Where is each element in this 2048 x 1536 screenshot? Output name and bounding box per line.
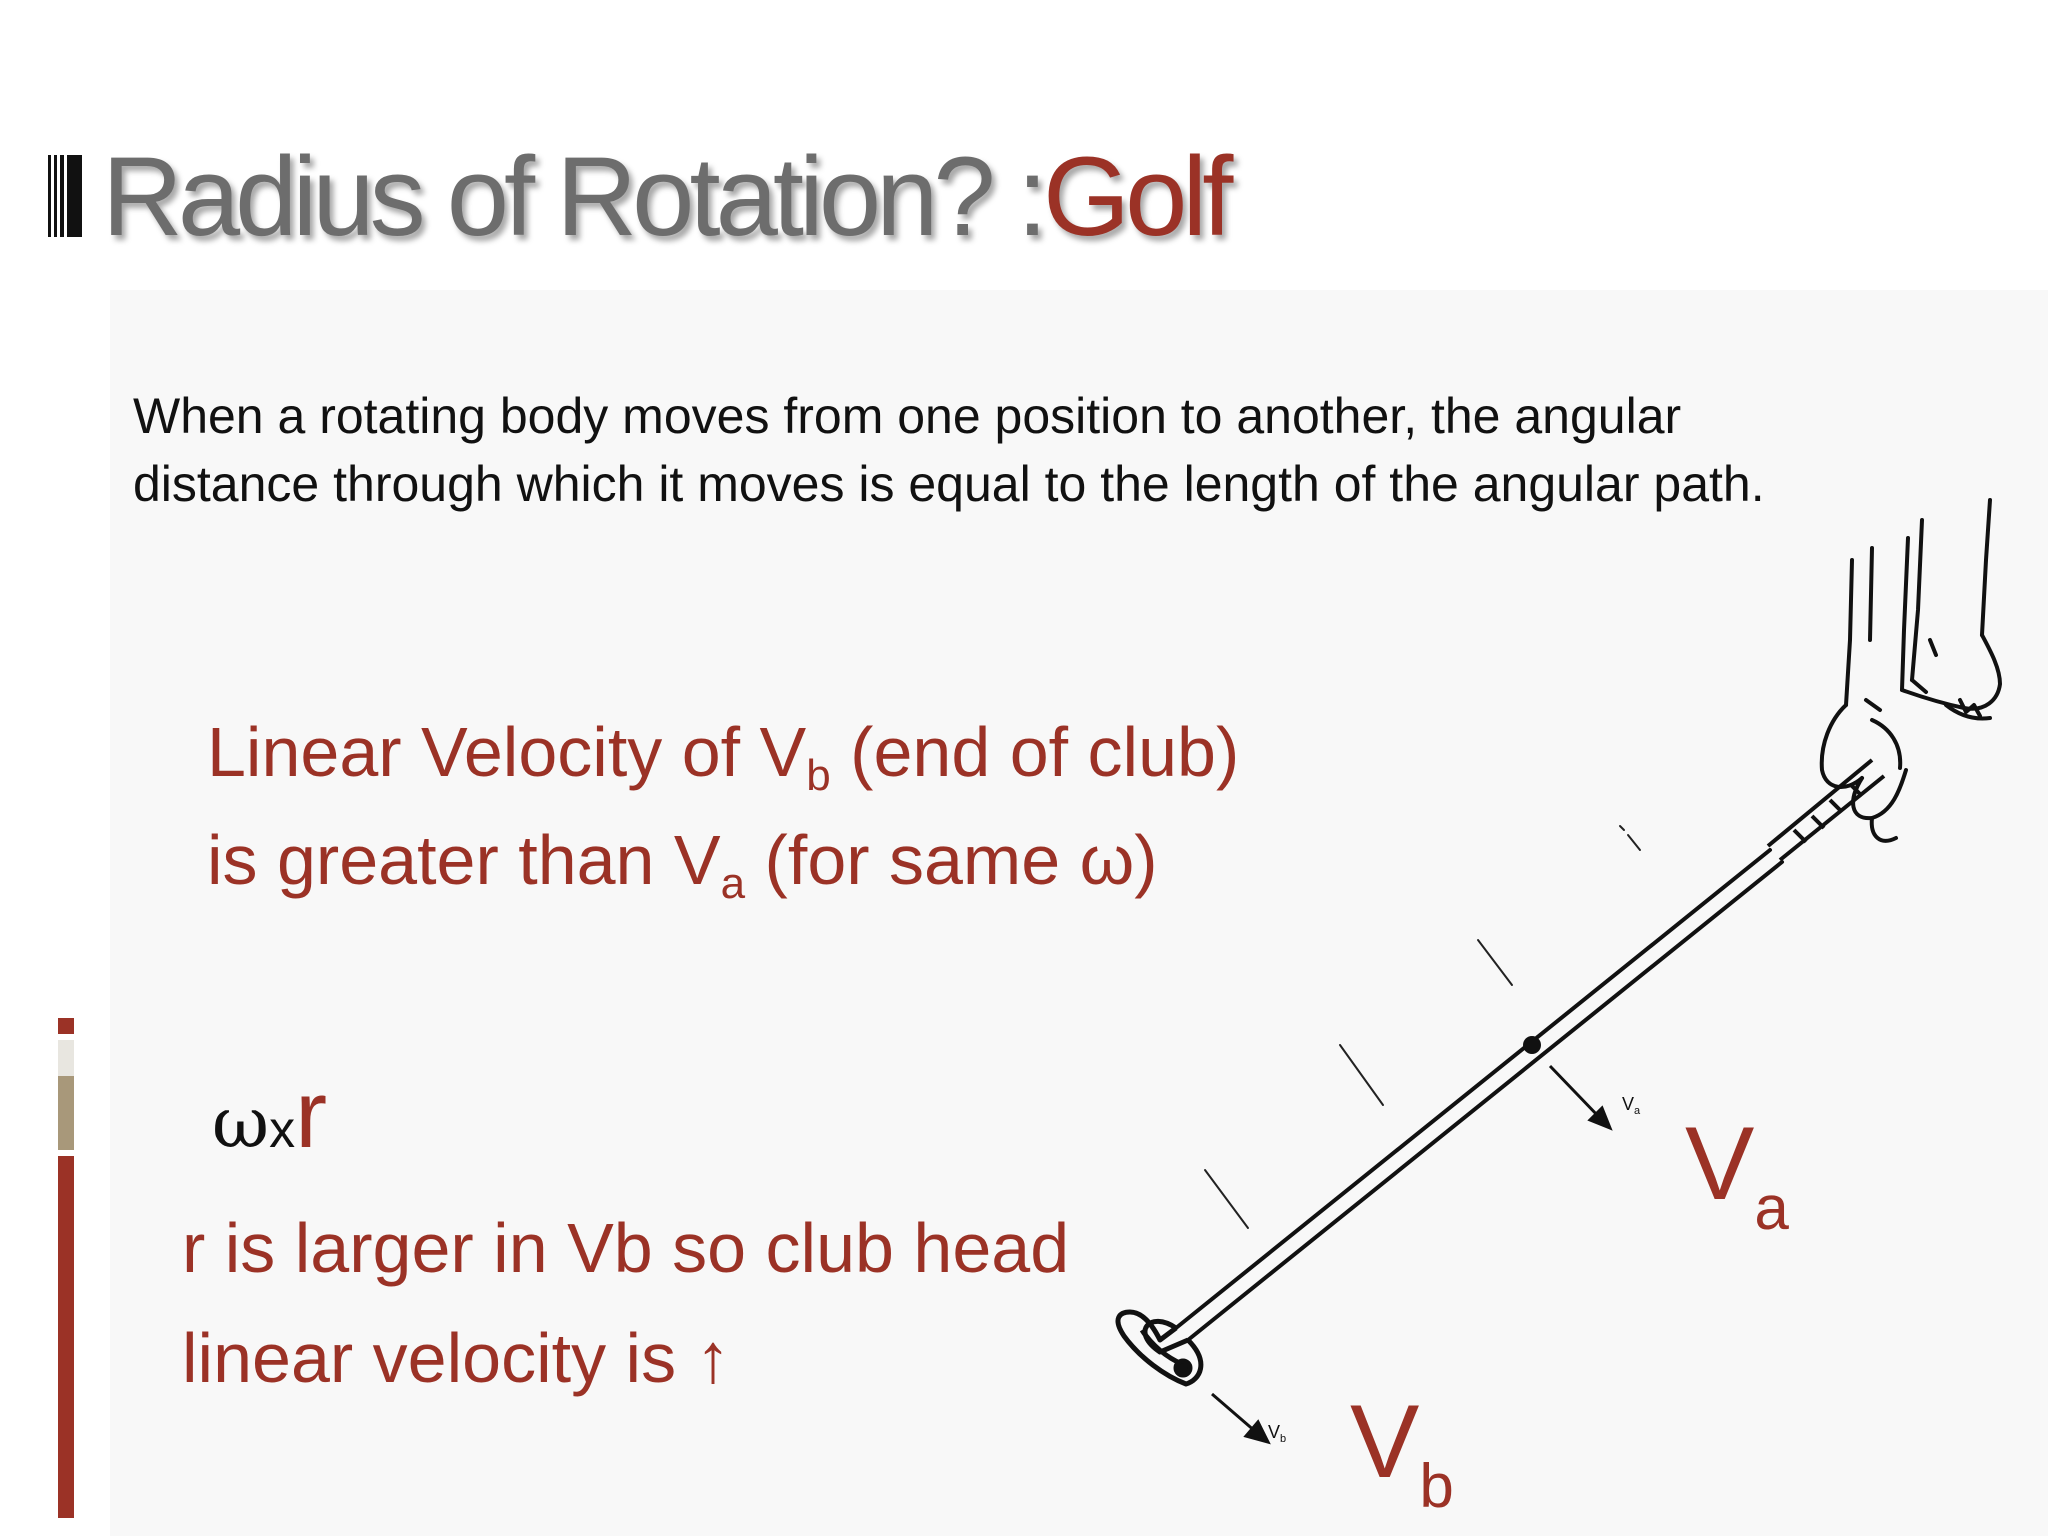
conclusion-line-2: linear velocity is ↑ <box>182 1318 731 1398</box>
point-a-marker <box>1523 1036 1541 1054</box>
title-accent: Golf <box>1042 134 1233 259</box>
conclusion-line-1: r is larger in Vb so club head <box>182 1209 1070 1287</box>
formula-omega-times-r: ωxr <box>212 1060 327 1170</box>
up-arrow-icon: ↑ <box>695 1319 731 1397</box>
omega-symbol: ω <box>212 1082 270 1164</box>
label-va-main: V <box>1685 1106 1755 1222</box>
small-va-label: Va <box>1622 1094 1641 1117</box>
statement-line-2-prefix: is greater than V <box>207 821 721 899</box>
small-vb-label: Vb <box>1268 1422 1286 1445</box>
statement-line-2: is greater than Va (for same ω) <box>207 820 1158 906</box>
statement-line-2-subscript: a <box>720 859 746 908</box>
statement-line-1-prefix: Linear Velocity of V <box>207 713 807 791</box>
label-va-subscript: a <box>1754 1174 1789 1243</box>
motion-lines <box>1204 825 1641 1229</box>
radius-symbol: r <box>295 1061 328 1168</box>
label-vb-subscript: b <box>1419 1452 1454 1521</box>
club-head <box>1115 1309 1204 1387</box>
statement-line-2-suffix: (for same ω) <box>745 821 1158 899</box>
club-shaft <box>1174 848 1784 1342</box>
label-vb: Vb <box>1350 1390 1454 1518</box>
body-paragraph: When a rotating body moves from one posi… <box>133 388 1765 512</box>
velocity-arrow-a <box>1548 1064 1613 1131</box>
statement-line-1-subscript: b <box>806 751 831 800</box>
sidebar-accent-bars <box>58 1018 74 1518</box>
title-bullet-icon <box>48 155 82 237</box>
hand-illustration <box>1819 498 2002 843</box>
conclusion-line-2-text: linear velocity is <box>182 1319 696 1397</box>
content-background <box>110 290 2048 1536</box>
label-vb-main: V <box>1350 1384 1420 1500</box>
label-va: Va <box>1685 1112 1789 1240</box>
statement-line-1-suffix: (end of club) <box>830 713 1240 791</box>
times-symbol: x <box>269 1101 296 1159</box>
statement-line-1: Linear Velocity of Vb (end of club) <box>207 712 1240 798</box>
slide-title: Radius of Rotation? :Golf <box>102 132 1233 261</box>
title-main: Radius of Rotation? : <box>102 134 1048 259</box>
velocity-arrow-b <box>1211 1392 1271 1445</box>
club-grip <box>1766 758 1886 862</box>
